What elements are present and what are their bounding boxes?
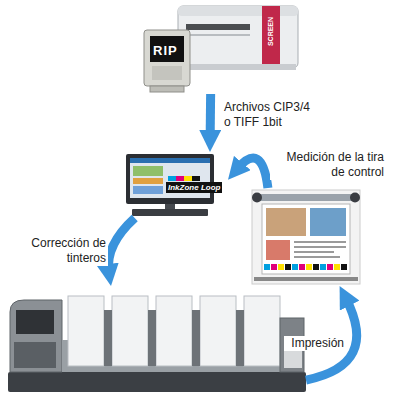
measuring-device-part-part (310, 208, 346, 236)
platesetter-part-part (178, 6, 298, 68)
offset-press-part-part (148, 310, 156, 366)
computer-part-part (126, 154, 214, 204)
computer-part-part (168, 176, 176, 181)
rip-monitor-part (144, 30, 190, 92)
computer-part-part (132, 209, 208, 216)
computer-part-part (133, 166, 163, 176)
offset-press-part-part (244, 296, 280, 366)
measuring-device-part-part (264, 264, 270, 270)
measuring-device-part-part (294, 241, 346, 243)
inkzone-computer: InkZone Loop (122, 152, 228, 218)
offset-press-part-part (16, 310, 54, 334)
measuring-device-part-part (285, 264, 291, 270)
computer-part-part (192, 176, 200, 181)
offset-press-part-part (104, 310, 112, 366)
offset-press-part-part (156, 296, 192, 366)
platesetter-part-part (180, 64, 296, 70)
measuring-device-part-part (278, 264, 284, 270)
measuring-device-part-part (252, 193, 262, 203)
offset-press-part (8, 296, 306, 392)
measuring-device-part-part (271, 264, 277, 270)
rip-monitor-part-part (150, 86, 184, 92)
flow-arrow (237, 158, 268, 188)
measuring-device-part-part (254, 277, 358, 281)
rip-monitor-part-part (152, 66, 182, 80)
arrow-label: Impresión (284, 336, 346, 351)
measuring-device-part-part (262, 204, 350, 274)
computer-part-part (133, 178, 163, 184)
arrow-label: Corrección de tinteros (24, 236, 108, 266)
measuring-device-part-part (266, 208, 306, 236)
brand-logo: SCREEN (267, 17, 274, 46)
measuring-device-part-part (306, 264, 312, 270)
platesetter-part (178, 6, 298, 70)
measuring-device-part-part (341, 264, 347, 270)
arrow-label: Medición de la tira de control (270, 150, 386, 180)
measuring-device-part-part (327, 264, 333, 270)
offset-press-part-part (192, 310, 200, 366)
rip-station: RIP SCREEN (140, 2, 302, 94)
printing-press (6, 286, 306, 396)
offset-press-part-part (112, 296, 148, 366)
flow-arrow (206, 94, 215, 138)
measuring-device-part-part (294, 256, 340, 258)
measuring-device (250, 188, 362, 286)
computer-part-part (176, 176, 184, 181)
offset-press-part-part (14, 342, 56, 368)
offset-press-part-part (10, 300, 62, 372)
computer-part-part (184, 176, 192, 181)
measuring-device-part-part (299, 264, 305, 270)
offset-press-part-part (236, 310, 244, 366)
computer-part-part (130, 158, 210, 163)
offset-press-part-part (8, 372, 306, 392)
measuring-device-part-part (294, 251, 334, 253)
offset-press-part-part (200, 296, 236, 366)
platesetter-part-part (186, 34, 250, 36)
measuring-device-part-part (292, 264, 298, 270)
measuring-device-part-part (252, 190, 360, 284)
measuring-device-part-part (254, 194, 358, 201)
computer-part-part (165, 204, 175, 209)
rip-monitor-part-part (150, 36, 184, 62)
measuring-device-part-part (313, 264, 319, 270)
measuring-device-part (252, 190, 360, 284)
software-logo: InkZone Loop (166, 182, 222, 193)
platesetter-part-part (186, 24, 250, 30)
flow-arrow (109, 218, 135, 272)
measuring-device-part-part (320, 264, 326, 270)
measuring-device-part-part (350, 193, 360, 203)
measuring-device-part-part (334, 264, 340, 270)
computer-part-part (133, 186, 163, 194)
offset-press-part-part (68, 296, 104, 366)
measuring-device-part-part (294, 246, 346, 248)
rip-monitor-part-part (144, 30, 190, 86)
platesetter-part-part (262, 6, 280, 68)
measuring-device-part-part (266, 240, 290, 260)
arrow-label: Archivos CIP3/4 o TIFF 1bit (222, 100, 318, 130)
screen-text: RIP (153, 43, 178, 58)
